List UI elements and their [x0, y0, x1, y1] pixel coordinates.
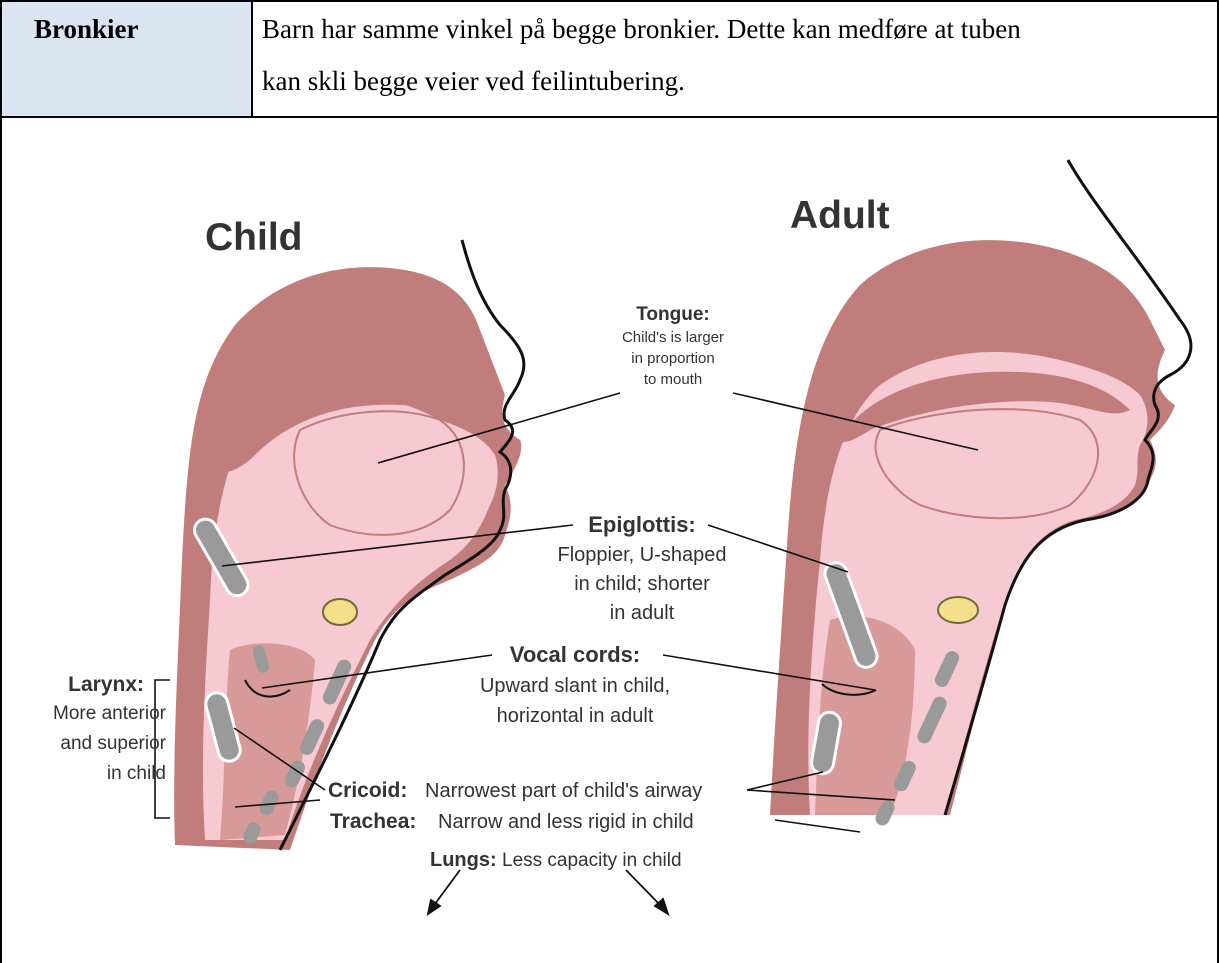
trachea-title: Trachea: — [330, 810, 416, 833]
tongue-title: Tongue: — [636, 304, 710, 325]
child-anatomy — [174, 240, 524, 850]
larynx-line-3: in child — [107, 763, 166, 784]
adult-anatomy — [770, 160, 1191, 828]
larynx-label: Larynx: More anterior and superior in ch… — [53, 673, 167, 784]
child-title: Child — [205, 216, 302, 259]
cricoid-label: Cricoid: Narrowest part of child's airwa… — [328, 779, 702, 802]
trachea-label: Trachea: Narrow and less rigid in child — [330, 810, 694, 833]
larynx-line-2: and superior — [60, 733, 166, 754]
tongue-label: Tongue: Child's is larger in proportion … — [622, 304, 724, 388]
lungs-label: Lungs: Less capacity in child — [430, 849, 682, 871]
epiglottis-title: Epiglottis: — [588, 512, 696, 537]
adult-title: Adult — [790, 194, 890, 237]
tongue-line-1: Child's is larger — [622, 329, 724, 346]
vocal-cords-title: Vocal cords: — [510, 642, 640, 667]
child-hyoid — [323, 599, 357, 625]
epiglottis-line-3: in adult — [610, 602, 675, 624]
lungs-title: Lungs: — [430, 849, 497, 871]
vocal-cords-line-1: Upward slant in child, — [480, 675, 670, 697]
lungs-arrows — [428, 870, 668, 914]
trachea-text: Narrow and less rigid in child — [438, 811, 694, 833]
tongue-line-2: in proportion — [631, 350, 714, 367]
cricoid-title: Cricoid: — [328, 779, 407, 802]
vocal-cords-label: Vocal cords: Upward slant in child, hori… — [480, 642, 670, 727]
epiglottis-label: Epiglottis: Floppier, U-shaped in child;… — [558, 512, 727, 624]
adult-hyoid — [938, 597, 978, 623]
vocal-cords-line-2: horizontal in adult — [497, 705, 654, 727]
larynx-line-1: More anterior — [53, 703, 167, 724]
epiglottis-line-2: in child; shorter — [574, 573, 710, 595]
epiglottis-line-1: Floppier, U-shaped — [558, 544, 727, 566]
cricoid-text: Narrowest part of child's airway — [425, 780, 702, 802]
child-tongue — [294, 411, 464, 535]
larynx-title: Larynx: — [68, 673, 144, 696]
tongue-line-3: to mouth — [644, 371, 702, 388]
lungs-text: Less capacity in child — [502, 850, 682, 871]
